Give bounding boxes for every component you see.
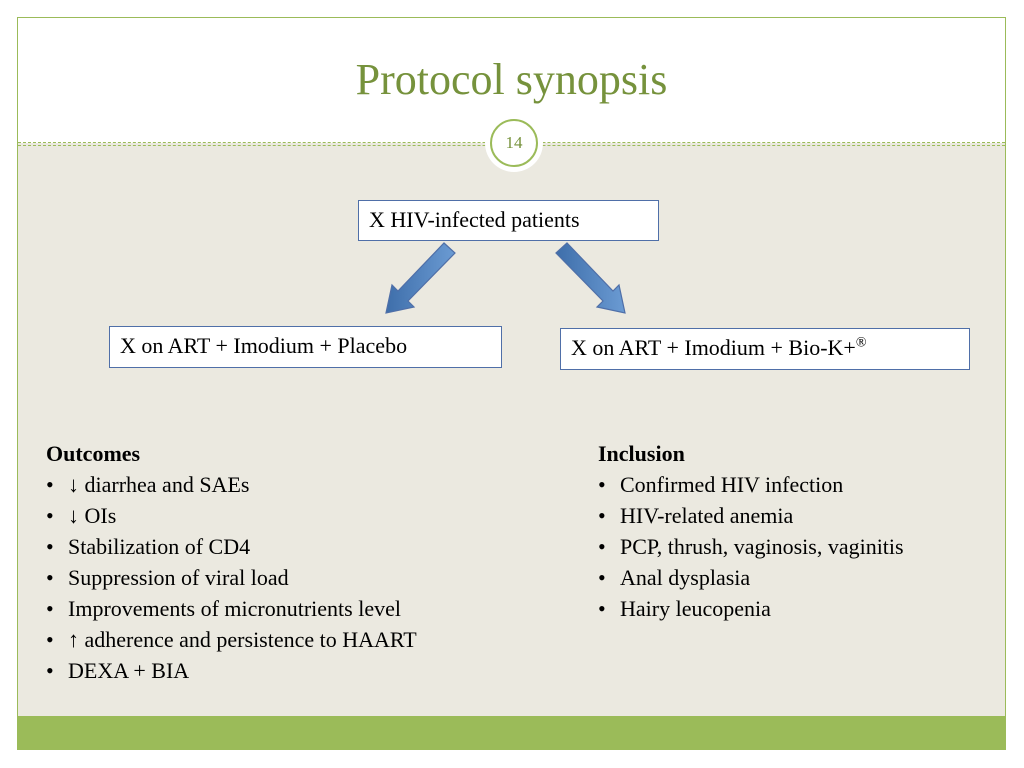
outcome-text: Improvements of micronutrients level (68, 596, 401, 621)
placebo-arm-box: X on ART + Imodium + Placebo (109, 326, 502, 368)
outcome-text: Suppression of viral load (68, 565, 289, 590)
outcomes-heading: Outcomes (46, 441, 141, 466)
population-box: X HIV-infected patients (358, 200, 659, 241)
outcome-text: ↑ adherence and persistence to HAART (68, 627, 417, 652)
inclusion-text: Confirmed HIV infection (620, 472, 844, 497)
list-item: • ↓ OIs (46, 500, 417, 531)
bullet-icon: • (46, 658, 54, 683)
outcomes-section: Outcomes • ↓ diarrhea and SAEs • ↓ OIs • St… (46, 438, 417, 686)
inclusion-list: • Confirmed HIV infection • HIV-related an… (598, 469, 904, 624)
list-item: • DEXA + BIA (46, 655, 417, 686)
bullet-icon: • (598, 565, 606, 590)
slide-title: Protocol synopsis (355, 55, 668, 104)
page-number: 14 (490, 119, 538, 167)
inclusion-text: Hairy leucopenia (620, 596, 771, 621)
inclusion-text: Anal dysplasia (620, 565, 751, 590)
list-item: • Stabilization of CD4 (46, 531, 417, 562)
list-item: • Improvements of micronutrients level (46, 593, 417, 624)
outcome-text: DEXA + BIA (68, 658, 190, 683)
inclusion-section: Inclusion • Confirmed HIV infection • HIV-… (598, 438, 904, 624)
bullet-icon: • (598, 596, 606, 621)
bullet-icon: • (46, 627, 54, 652)
list-item: • ↓ diarrhea and SAEs (46, 469, 417, 500)
list-item: • PCP, thrush, vaginosis, vaginitis (598, 531, 904, 562)
placebo-arm-label: X on ART + Imodium + Placebo (120, 333, 408, 358)
list-item: • HIV-related anemia (598, 500, 904, 531)
outcome-text: ↓ OIs (68, 503, 117, 528)
biok-arm-label: X on ART + Imodium + Bio-K+ (571, 335, 856, 360)
bullet-icon: • (598, 534, 606, 559)
list-item: • Hairy leucopenia (598, 593, 904, 624)
bullet-icon: • (46, 565, 54, 590)
list-item: • Suppression of viral load (46, 562, 417, 593)
outcome-text: Stabilization of CD4 (68, 534, 251, 559)
inclusion-text: PCP, thrush, vaginosis, vaginitis (620, 534, 904, 559)
population-label: X HIV-infected patients (369, 207, 580, 232)
inclusion-text: HIV-related anemia (620, 503, 794, 528)
inclusion-heading: Inclusion (598, 441, 685, 466)
biok-arm-box: X on ART + Imodium + Bio-K+® (560, 328, 970, 370)
bullet-icon: • (46, 472, 54, 497)
bullet-icon: • (46, 503, 54, 528)
bullet-icon: • (598, 472, 606, 497)
list-item: • Anal dysplasia (598, 562, 904, 593)
footer-band (18, 716, 1005, 749)
bullet-icon: • (46, 596, 54, 621)
bullet-icon: • (46, 534, 54, 559)
list-item: • Confirmed HIV infection (598, 469, 904, 500)
bullet-icon: • (598, 503, 606, 528)
registered-mark: ® (855, 335, 867, 351)
list-item: • ↑ adherence and persistence to HAART (46, 624, 417, 655)
outcome-text: ↓ diarrhea and SAEs (68, 472, 250, 497)
outcomes-list: • ↓ diarrhea and SAEs • ↓ OIs • Stabilizati… (46, 469, 417, 686)
